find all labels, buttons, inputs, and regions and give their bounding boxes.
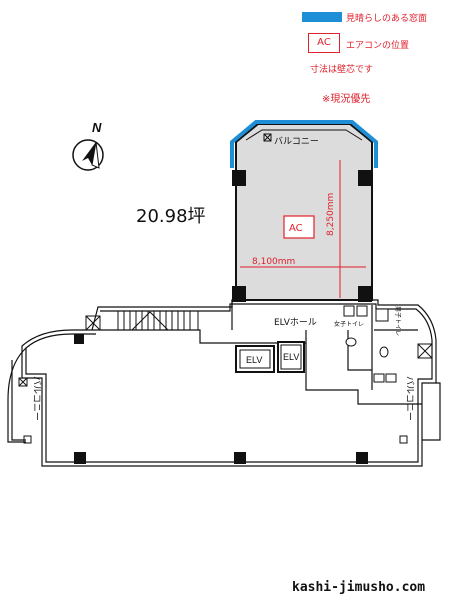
legend-current-note: ※現況優先 xyxy=(322,94,371,105)
balcony-left-label: バルコニー xyxy=(31,376,42,421)
legend-ac-symbol: AC xyxy=(308,33,340,53)
north-label: N xyxy=(92,120,102,135)
balcony-right-label: バルコニー xyxy=(404,376,415,421)
columns-lower xyxy=(74,334,368,464)
elevators: ELV ELV xyxy=(235,341,305,373)
womens-toilet-label: 女子トイレ xyxy=(334,320,364,328)
unit-area: 20.98坪 xyxy=(136,206,206,227)
elevator-1-label: ELV xyxy=(246,355,262,365)
width-dimension: 8,100mm xyxy=(252,257,295,267)
website-url[interactable]: kashi-jimusho.com xyxy=(292,580,426,595)
north-arrow-icon: N xyxy=(72,120,104,171)
legend-dimension-note: 寸法は壁芯です xyxy=(310,65,374,75)
balcony-drains xyxy=(18,377,408,444)
view-window-swatch xyxy=(302,12,342,22)
legend-view-window: 見晴らしのある窓面 xyxy=(346,14,428,24)
building-outline xyxy=(7,299,441,467)
highlighted-unit xyxy=(230,120,378,302)
elv-hall-label: ELVホール xyxy=(274,317,317,328)
toilet-fixtures xyxy=(343,305,397,383)
legend-ac-position: エアコンの位置 xyxy=(346,41,410,51)
shafts xyxy=(85,315,433,359)
balcony-top-label: バルコニー xyxy=(274,136,319,147)
depth-dimension: 8,250mm xyxy=(326,193,336,236)
stairs xyxy=(117,310,199,331)
mens-toilet-label: 男子トイレ xyxy=(394,306,401,336)
elevator-2-label: ELV xyxy=(283,352,299,362)
ac-marker: AC xyxy=(289,223,303,234)
